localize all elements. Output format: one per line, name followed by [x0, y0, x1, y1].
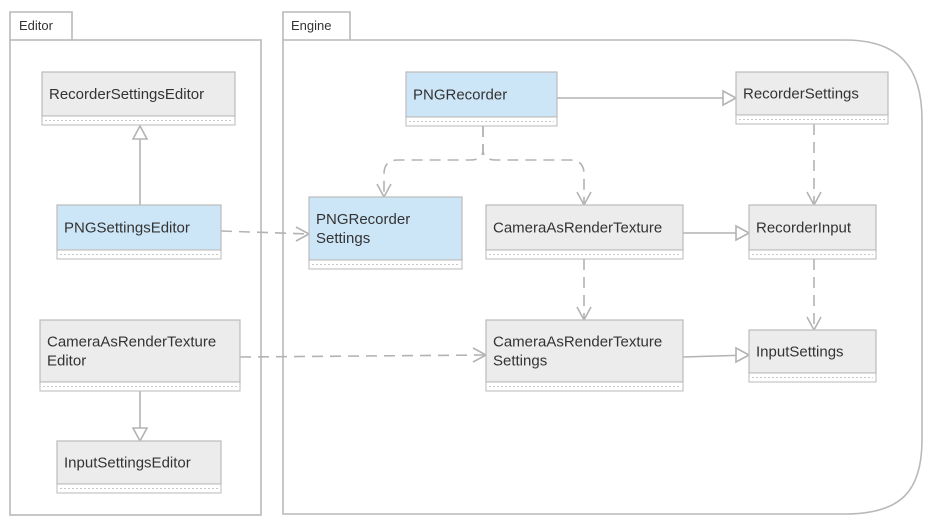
inheritance-arrowhead [722, 89, 738, 107]
editor-package-frame [9, 39, 262, 516]
class-node-label: InputSettings [756, 344, 844, 361]
class-node-attributes-strip [485, 249, 684, 260]
edge-recorder-settings-to-recorder-input [806, 124, 822, 207]
class-node-label: PNGRecorder [316, 211, 410, 228]
class-node-box [405, 71, 558, 118]
dependency-line [383, 126, 484, 197]
class-node-label: CameraAsRenderTexture [493, 220, 662, 237]
edge-camera-rt-to-recorder-input [683, 224, 751, 242]
dependency-line [482, 126, 585, 205]
class-node-recorder-settings-editor: RecorderSettingsEditor [41, 71, 236, 126]
engine-package: Engine [282, 11, 923, 515]
engine-package-tab [282, 11, 351, 40]
class-node-label: Settings [493, 353, 547, 370]
edge-png-settings-editor-to-png-recorder-settings [220, 226, 311, 242]
class-node-label: RecorderSettingsEditor [49, 86, 204, 103]
class-node-box [41, 71, 236, 117]
dependency-line [239, 354, 487, 358]
class-node-label: InputSettingsEditor [64, 455, 191, 472]
edge-camera-rt-settings-to-input-settings [682, 346, 751, 364]
class-node-box [39, 319, 241, 383]
edge-png-recorder-to-camera-rt [482, 126, 592, 207]
edge-camera-rt-editor-to-input-settings-editor [131, 391, 149, 443]
edge-layer [131, 89, 822, 443]
class-node-label: CameraAsRenderTexture [493, 334, 662, 351]
class-node-label: CameraAsRenderTexture [47, 334, 216, 351]
class-node-box [485, 319, 684, 383]
node-layer: RecorderSettingsEditorPNGSettingsEditorC… [39, 71, 889, 494]
editor-package: Editor [9, 11, 262, 516]
inheritance-arrowhead [131, 427, 149, 443]
edge-camera-rt-to-camera-rt-settings [576, 259, 592, 322]
class-node-attributes-strip [56, 249, 222, 260]
class-node-box [735, 71, 889, 116]
engine-package-label: Engine [291, 18, 331, 33]
class-node-label: RecorderSettings [743, 86, 859, 103]
class-node-label: PNGRecorder [413, 87, 507, 104]
inheritance-arrowhead [735, 224, 751, 242]
class-node-label: RecorderInput [756, 220, 852, 237]
edge-png-settings-editor-to-recorder-settings-editor [131, 124, 149, 205]
edge-png-recorder-to-recorder-settings [557, 89, 738, 107]
edge-recorder-input-to-input-settings [806, 259, 822, 332]
class-node-camera-rt: CameraAsRenderTexture [485, 204, 684, 260]
class-node-box [56, 440, 222, 485]
edge-camera-rt-editor-to-camera-rt-settings [239, 347, 488, 363]
class-node-label: Editor [47, 353, 86, 370]
class-node-input-settings-editor: InputSettingsEditor [56, 440, 222, 494]
class-node-label: Settings [316, 230, 370, 247]
inheritance-arrowhead [131, 124, 149, 140]
class-node-recorder-settings: RecorderSettings [735, 71, 889, 125]
class-node-input-settings: InputSettings [748, 329, 877, 383]
editor-package-label: Editor [19, 18, 54, 33]
class-node-attributes-strip [485, 381, 684, 392]
class-node-attributes-strip [56, 483, 222, 494]
engine-package-frame [282, 39, 923, 515]
class-node-recorder-input: RecorderInput [748, 204, 877, 260]
edge-png-recorder-to-png-recorder-settings [376, 126, 484, 199]
editor-package-tab [9, 11, 73, 40]
class-node-png-recorder: PNGRecorder [405, 71, 558, 127]
inheritance-arrowhead [735, 346, 751, 364]
dependency-line [220, 230, 310, 235]
class-node-box [748, 204, 877, 251]
class-node-box [56, 204, 222, 251]
class-node-box [485, 204, 684, 251]
class-node-png-settings-editor: PNGSettingsEditor [56, 204, 222, 260]
class-node-box [308, 196, 463, 261]
class-node-label: PNGSettingsEditor [64, 220, 190, 237]
